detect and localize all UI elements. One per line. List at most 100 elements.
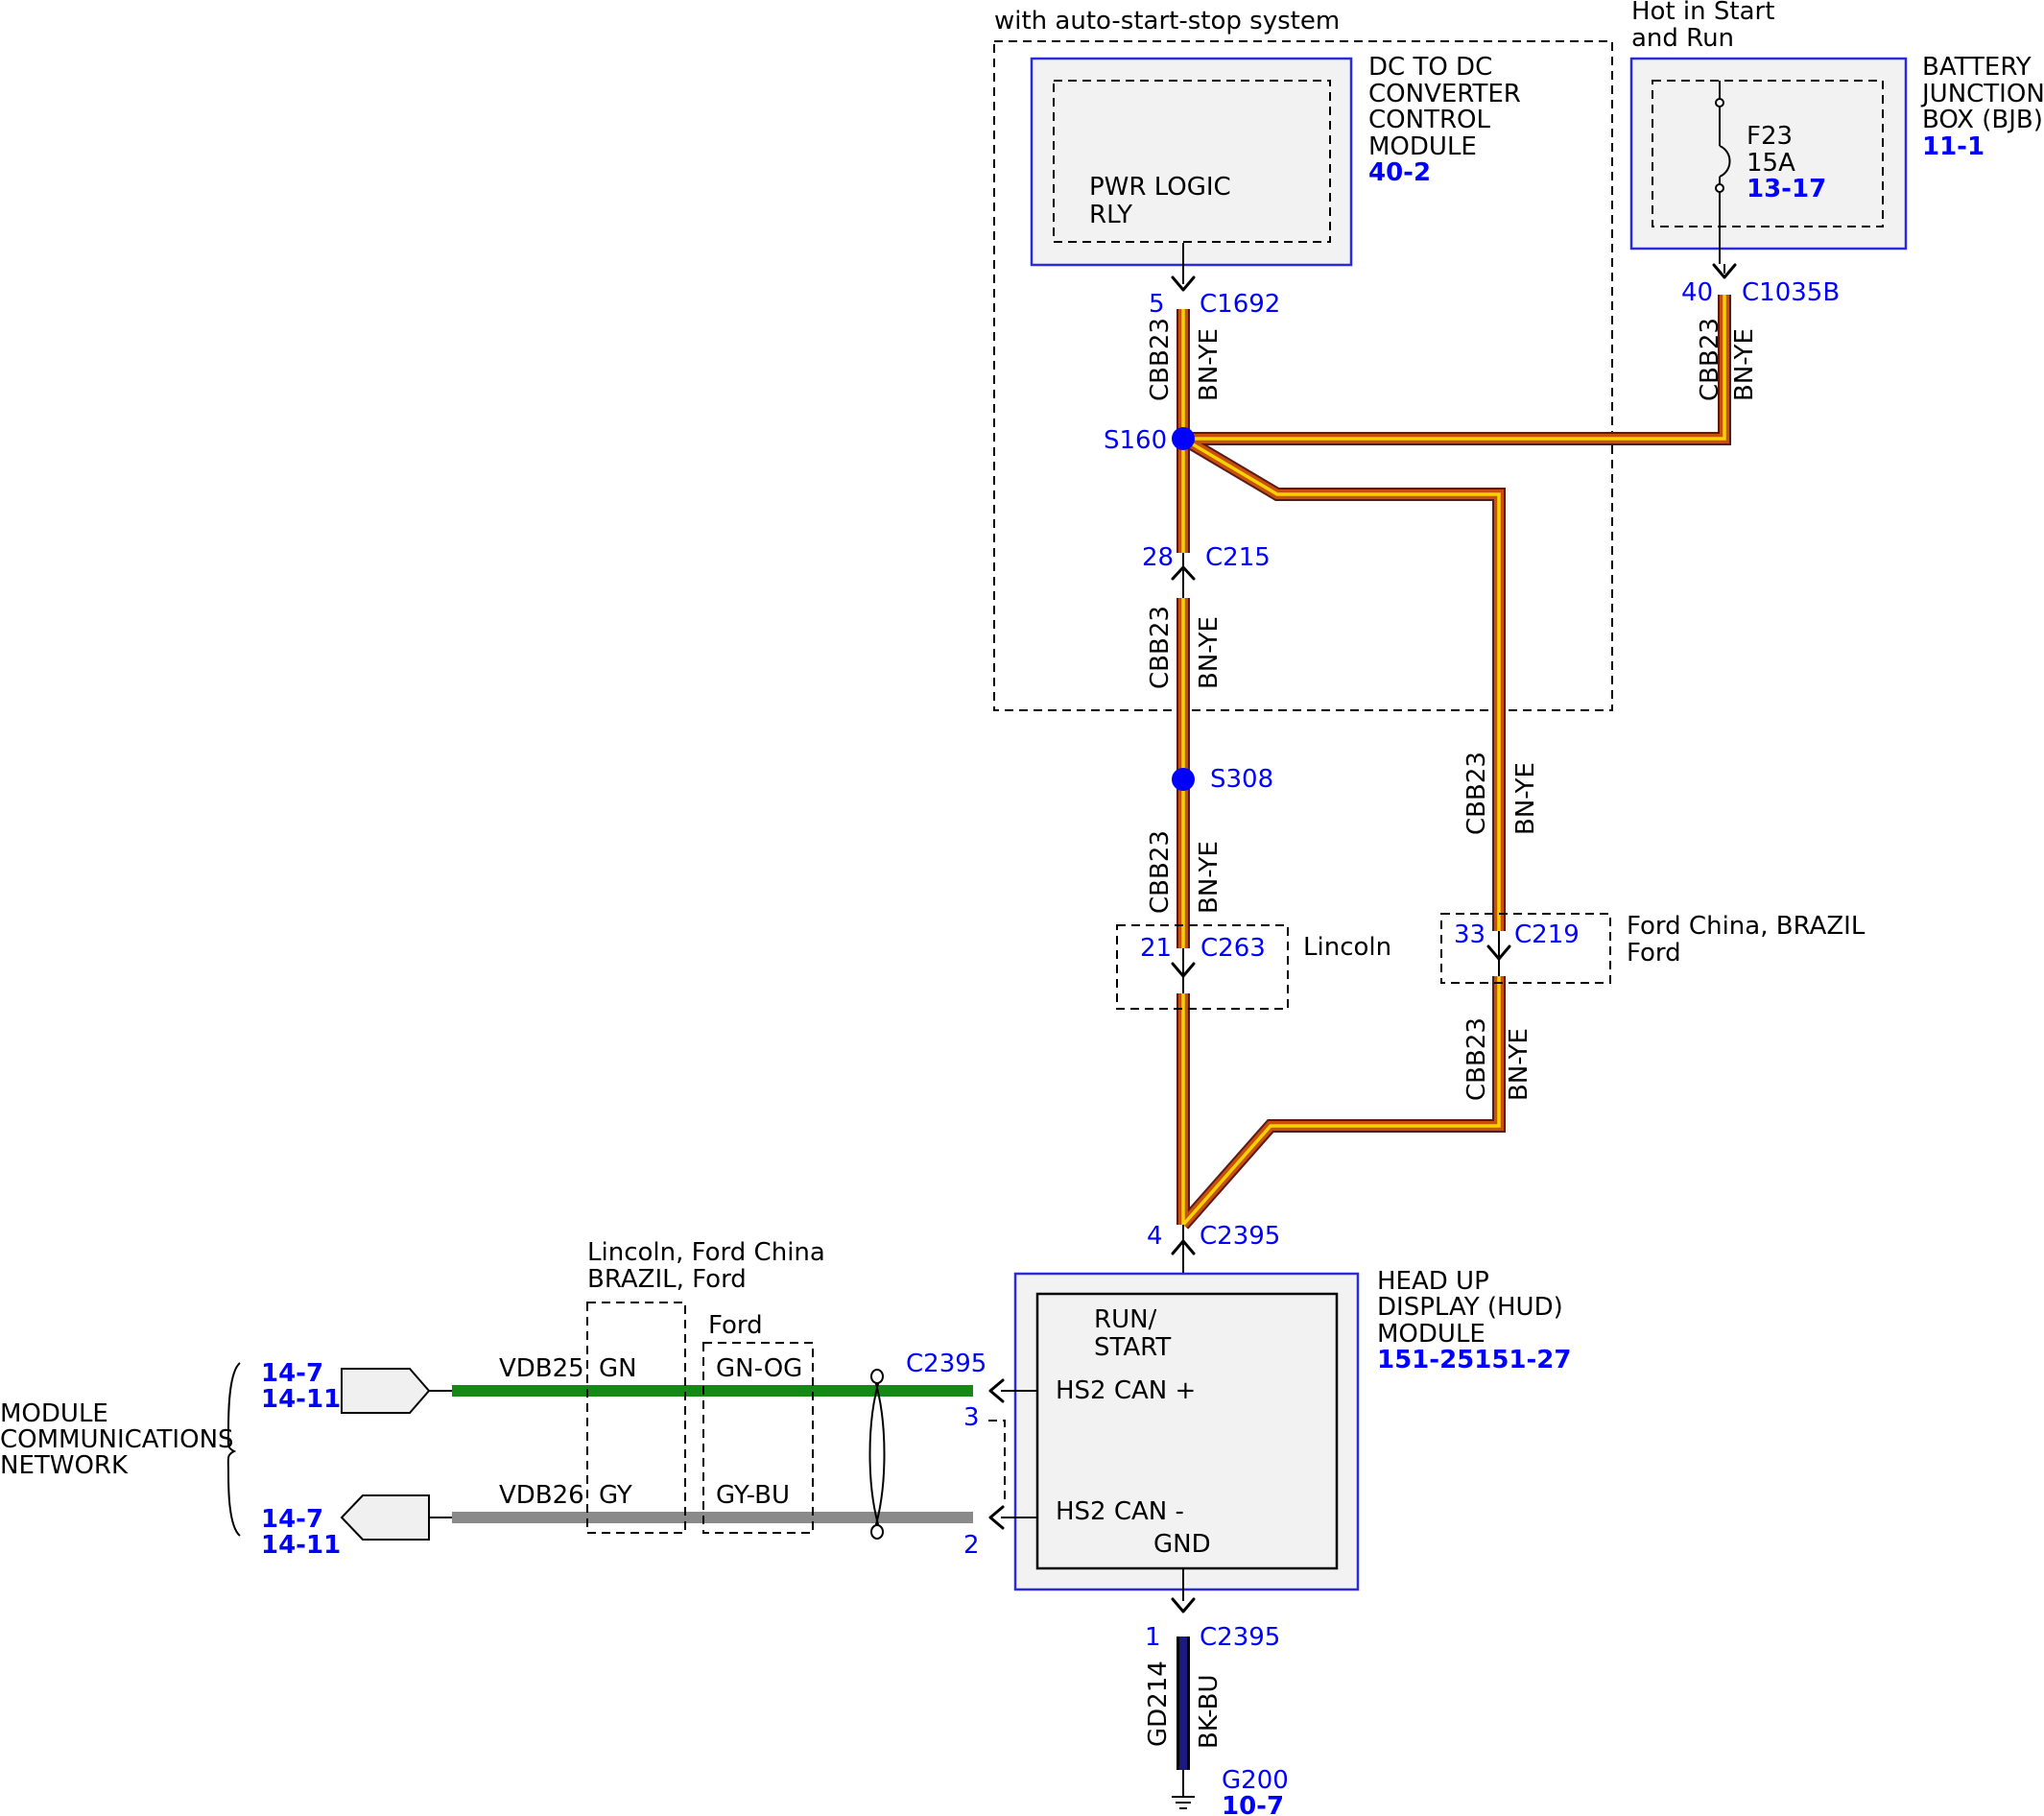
variant-lincoln-ford-2: BRAZIL, Ford: [587, 1265, 747, 1294]
wire-label-circuit-1: CBB23: [1146, 318, 1175, 401]
s308-label: S308: [1210, 765, 1273, 794]
wire-label-circuit-6: CBB23: [1462, 1017, 1491, 1101]
fuse-ref-link[interactable]: 13-17: [1747, 175, 1826, 203]
hud-hs2-can-plus: HS2 CAN +: [1056, 1376, 1196, 1405]
splice-s308[interactable]: [1172, 768, 1195, 791]
hud-inner-box: [1035, 1292, 1339, 1570]
wire-label-circuit-2: CBB23: [1696, 318, 1724, 401]
hud-hs2-can-minus: HS2 CAN -: [1056, 1497, 1184, 1526]
dc-dc-name-4: MODULE: [1368, 132, 1477, 161]
g200-label[interactable]: G200: [1222, 1766, 1289, 1795]
c215-pin: 28: [1142, 543, 1174, 572]
fuse-f23-label: F23: [1747, 122, 1793, 151]
hot-in-start-label-2: and Run: [1631, 24, 1734, 53]
c219-pin: 33: [1454, 920, 1485, 949]
c2395-bottom-pin: 1: [1145, 1623, 1161, 1652]
network-brace-icon: [226, 1362, 241, 1537]
c1692-pin-icon: [1171, 275, 1196, 292]
gn-label: GN: [599, 1354, 637, 1383]
c2395-pin-3: 3: [963, 1403, 980, 1432]
c219-option-box: [1440, 913, 1611, 984]
dc-dc-name-2: CONVERTER: [1368, 80, 1521, 108]
vdb26-label: VDB26: [499, 1481, 584, 1510]
c2395-plus-pin-icon: [988, 1378, 1005, 1403]
c2395-left-name[interactable]: C2395: [906, 1350, 986, 1378]
auto-start-stop-label: with auto-start-stop system: [994, 7, 1340, 36]
c263-name[interactable]: C263: [1200, 934, 1266, 963]
s160-label: S160: [1104, 426, 1167, 455]
dc-dc-name-1: DC TO DC: [1368, 53, 1492, 82]
hud-run-label: RUN/: [1094, 1305, 1157, 1334]
cbb23-wire-network: [1176, 295, 1731, 1230]
c2395-pin-2: 2: [963, 1531, 980, 1560]
c2395-minus-pin-icon: [988, 1505, 1005, 1530]
wire-label-circuit-3: CBB23: [1146, 606, 1175, 689]
dc-dc-name-3: CONTROL: [1368, 106, 1490, 134]
c2395-left-bracket: [988, 1420, 1006, 1505]
network-ref-bottom-2[interactable]: 14-11: [261, 1531, 341, 1560]
c1035b-pin: 40: [1681, 278, 1713, 307]
dc-dc-ref-link[interactable]: 40-2: [1368, 158, 1431, 187]
ford-variant-box: [702, 1342, 814, 1534]
twisted-pair-icon: [868, 1376, 886, 1532]
splice-s160[interactable]: [1172, 427, 1195, 450]
hud-name-3: MODULE: [1377, 1320, 1485, 1349]
c2395-bottom-name[interactable]: C2395: [1200, 1623, 1280, 1652]
bjb-name-1: BATTERY: [1922, 53, 2032, 82]
hud-name-2: DISPLAY (HUD): [1377, 1293, 1563, 1322]
wire-label-color-3: BN-YE: [1195, 616, 1224, 689]
network-label-2: COMMUNICATIONS: [0, 1425, 234, 1454]
hud-gnd: GND: [1153, 1530, 1211, 1559]
auto-start-stop-option-box: [993, 40, 1613, 711]
page-connector-in-icon[interactable]: [340, 1494, 430, 1541]
page-connector-out-icon[interactable]: [341, 1368, 431, 1414]
hud-name-1: HEAD UP: [1377, 1267, 1489, 1296]
network-label-3: NETWORK: [0, 1451, 129, 1480]
c263-option-box: [1116, 924, 1289, 1010]
dc-dc-module-box[interactable]: [1030, 57, 1353, 267]
wire-label-color-2: BN-YE: [1730, 328, 1759, 401]
hot-in-start-label-1: Hot in Start: [1631, 0, 1774, 26]
c219-name[interactable]: C219: [1514, 920, 1580, 949]
c1035b-pin-icon: [1712, 263, 1737, 279]
lincoln-ford-variant-box: [586, 1302, 686, 1534]
wire-label-circuit-4: CBB23: [1462, 752, 1491, 835]
g200-ref-link[interactable]: 10-7: [1222, 1792, 1284, 1816]
c263-pin-icon: [1171, 962, 1196, 978]
c215-name[interactable]: C215: [1205, 543, 1271, 572]
c219-note-2: Ford: [1627, 939, 1681, 968]
network-ref-top-1[interactable]: 14-7: [261, 1359, 323, 1388]
c2395-top-name[interactable]: C2395: [1200, 1222, 1280, 1251]
wire-label-color-4: BN-YE: [1511, 762, 1540, 835]
wire-label-color-5: BN-YE: [1195, 841, 1224, 914]
c2395-bottom-pin-icon: [1171, 1597, 1196, 1613]
c2395-top-pin: 4: [1147, 1222, 1163, 1251]
c1035b-name[interactable]: C1035B: [1742, 278, 1840, 307]
gd214-label: GD214: [1144, 1661, 1173, 1747]
c1692-name[interactable]: C1692: [1200, 290, 1280, 319]
network-label-1: MODULE: [0, 1399, 108, 1428]
wire-label-color-1: BN-YE: [1195, 328, 1224, 401]
c215-pin-icon: [1171, 565, 1196, 581]
hud-ref-link[interactable]: 151-25151-27: [1377, 1346, 1572, 1374]
bjb-name-3: BOX (BJB): [1922, 106, 2043, 134]
c263-pin: 21: [1140, 934, 1172, 963]
variant-ford: Ford: [708, 1311, 763, 1340]
bjb-ref-link[interactable]: 11-1: [1922, 132, 1985, 161]
bjb-name-2: JUNCTION: [1920, 80, 2044, 108]
c1692-pin: 5: [1149, 290, 1165, 319]
rly-label: RLY: [1089, 201, 1132, 229]
vdb25-label: VDB25: [499, 1354, 584, 1383]
ground-icon: [1172, 1796, 1195, 1809]
bjb-module-box[interactable]: [1629, 57, 1908, 251]
c219-pin-icon: [1486, 944, 1511, 961]
hud-start-label: START: [1094, 1333, 1171, 1362]
c263-note: Lincoln: [1303, 933, 1391, 962]
bjb-fuse-box: [1652, 80, 1884, 227]
network-ref-top-2[interactable]: 14-11: [261, 1385, 341, 1414]
network-ref-bottom-1[interactable]: 14-7: [261, 1505, 323, 1534]
c219-note-1: Ford China, BRAZIL: [1627, 912, 1866, 941]
fuse-15a-label: 15A: [1747, 149, 1795, 178]
pwr-logic-relay-box: [1053, 80, 1331, 243]
